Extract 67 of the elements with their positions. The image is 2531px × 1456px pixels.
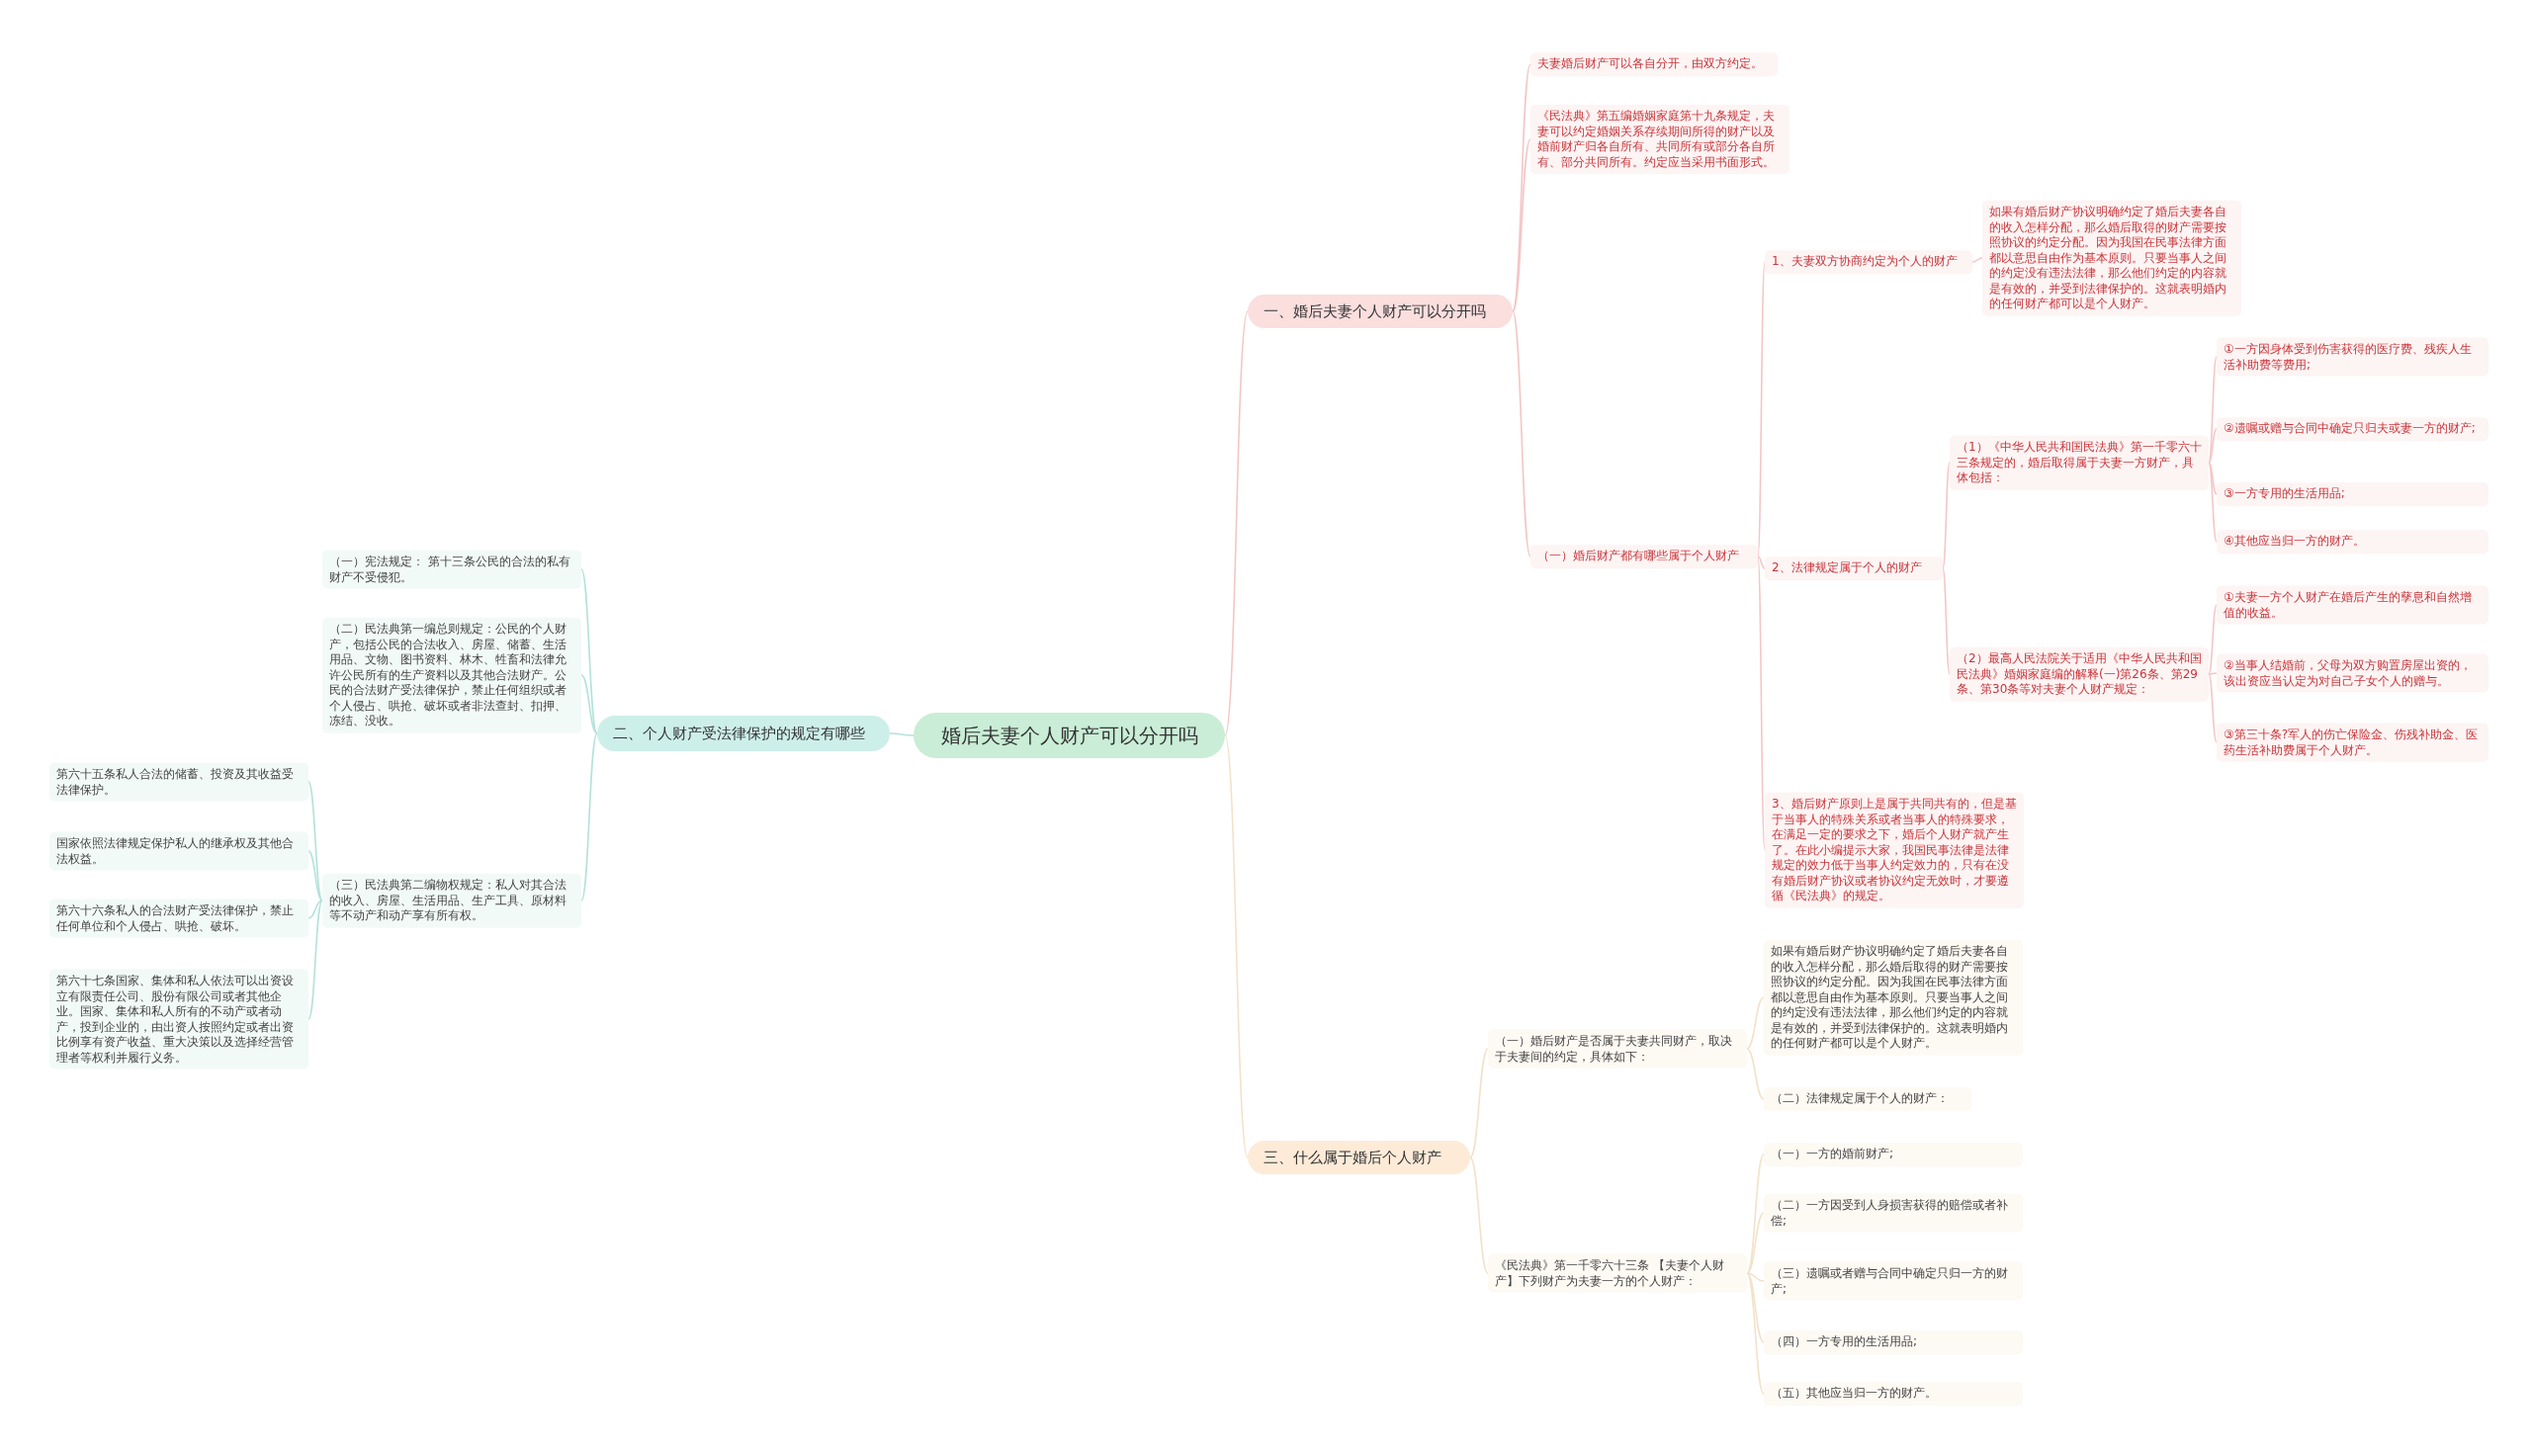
connector-line	[1746, 1272, 1765, 1395]
connector-line	[580, 674, 598, 734]
subtopic-box: （1）《中华人民共和国民法典》第一千零六十三条规定的，婚后取得属于夫妻一方财产，具体包括：	[1950, 435, 2209, 490]
subtopic-box: （三）遗嘱或者赠与合同中确定只归一方的财产;	[1764, 1261, 2023, 1301]
subtopic-box: （五）其他应当归一方的财产。	[1764, 1382, 2023, 1406]
subtopic-box: ①夫妻一方个人财产在婚后产生的孳息和自然增值的收益。	[2217, 585, 2488, 625]
subtopic-box: ②当事人结婚前，父母为双方购置房屋出资的，该出资应当认定为对自己子女个人的赠与。	[2217, 653, 2488, 693]
subtopic-box: （一）一方的婚前财产;	[1764, 1143, 2023, 1166]
subtopic-box: ③一方专用的生活用品;	[2217, 482, 2488, 506]
subtopic-box: （2）最高人民法院关于适用《中华人民共和国民法典》婚姻家庭编的解释(一)第26条、第29条、第30条等对夫妻个人财产规定：	[1950, 646, 2209, 702]
subtopic-box: （一）宪法规定： 第十三条公民的合法的私有财产不受侵犯。	[322, 550, 581, 589]
connector-line	[1942, 462, 1951, 569]
central-topic: 婚后夫妻个人财产可以分开吗	[914, 713, 1225, 758]
connector-line	[307, 781, 323, 901]
subtopic-box: 《民法典》第一千零六十三条 【夫妻个人财产】下列财产为夫妻一方的个人财产：	[1488, 1253, 1747, 1293]
subtopic-box: 如果有婚后财产协议明确约定了婚后夫妻各自的收入怎样分配，那么婚后取得的财产需要按照协议的约定分配。因为我国在民事法律方面都以意思自由作为基本原则。只要当事人之间的约定没有违法法律，那么他们约定的内容就是有效的，并受到法律保护的。这就表明婚内的任何财产都可以是个人财产。	[1982, 200, 2241, 316]
connector-line	[307, 899, 323, 919]
subtopic-box: （一）婚后财产都有哪些属于个人财产	[1530, 545, 1758, 568]
connector-line	[1469, 1048, 1489, 1158]
subtopic-box: 如果有婚后财产协议明确约定了婚后夫妻各自的收入怎样分配，那么婚后取得的财产需要按照协议的约定分配。因为我国在民事法律方面都以意思自由作为基本原则。只要当事人之间的约定没有违法法律，那么他们约定的内容就是有效的，并受到法律保护的。这就表明婚内的任何财产都可以是个人财产。	[1764, 939, 2023, 1056]
connector-line	[1746, 1154, 1765, 1274]
connector-line	[307, 899, 323, 1020]
subtopic-box: 《民法典》第五编婚姻家庭第十九条规定，夫妻可以约定婚姻关系存续期间所得的财产以及婚前财产归各自所有、共同所有或部分各自所有、部分共同所有。约定应当采用书面形式。	[1530, 105, 1789, 174]
connector-line	[889, 732, 915, 736]
subtopic-box: （一）婚后财产是否属于夫妻共同财产，取决于夫妻间的约定，具体如下：	[1488, 1029, 1747, 1069]
connector-line	[1942, 567, 1951, 675]
subtopic-box: ②遗嘱或赠与合同中确定只归夫或妻一方的财产;	[2217, 417, 2488, 441]
branch-topic: 三、什么属于婚后个人财产	[1248, 1141, 1470, 1174]
subtopic-box: 3、婚后财产原则上是属于共同共有的，但是基于当事人的特殊关系或者当事人的特殊要求，在满足一定的要求之下，婚后个人财产就产生了。在此小编提示大家，我国民事法律是法律规定的效力低于当事人约定效力的，只有在没有婚后财产协议或者协议约定无效时，才要遵循《民法典》的规定。	[1765, 792, 2024, 908]
connector-line	[1224, 734, 1249, 1158]
subtopic-box: 第六十五条私人合法的储蓄、投资及其收益受法律保护。	[49, 762, 308, 802]
subtopic-box: 第六十七条国家、集体和私人依法可以出资设立有限责任公司、股份有限公司或者其他企业。国家、集体和私人所有的不动产或者动产，投到企业的，由出资人按照约定或者出资比例享有资产收益、重大决策以及选择经营管理者等权利并履行义务。	[49, 969, 308, 1070]
branch-topic: 二、个人财产受法律保护的规定有哪些	[597, 716, 890, 751]
subtopic-box: 国家依照法律规定保护私人的继承权及其他合法权益。	[49, 831, 308, 871]
connector-line	[1469, 1156, 1489, 1274]
connector-line	[1512, 138, 1531, 312]
subtopic-box: （三）民法典第二编物权规定：私人对其合法的收入、房屋、生活用品、生产工具、原材料等不动产和动产享有所有权。	[322, 873, 581, 928]
connector-line	[2208, 428, 2218, 464]
connector-line	[580, 568, 598, 734]
connector-line	[1512, 310, 1531, 557]
connector-line	[1746, 1272, 1765, 1343]
connector-line	[1512, 63, 1531, 312]
subtopic-box: 第六十六条私人的合法财产受法律保护，禁止任何单位和个人侵占、哄抢、破坏。	[49, 899, 308, 938]
subtopic-box: （二）民法典第一编总则规定：公民的个人财产，包括公民的合法收入、房屋、储蓄、生活用品、文物、图书资料、林木、牲畜和法律允许公民所有的生产资料以及其他合法财产。公民的合法财产受法律保护，禁止任何组织或者个人侵占、哄抢、破坏或者非法查封、扣押、冻结、没收。	[322, 617, 581, 733]
connector-line	[580, 732, 598, 901]
subtopic-box: 1、夫妻双方协商约定为个人的财产	[1765, 250, 1972, 274]
branch-topic: 一、婚后夫妻个人财产可以分开吗	[1248, 295, 1513, 328]
subtopic-box: 夫妻婚后财产可以各自分开，由双方约定。	[1530, 52, 1778, 76]
subtopic-box: ④其他应当归一方的财产。	[2217, 530, 2488, 554]
connector-line	[1746, 1048, 1765, 1100]
connector-line	[307, 850, 323, 901]
subtopic-box: （四）一方专用的生活用品;	[1764, 1330, 2023, 1354]
subtopic-box: ③第三十条?军人的伤亡保险金、伤残补助金、医药生活补助费属于个人财产。	[2217, 723, 2488, 762]
subtopic-box: 2、法律规定属于个人的财产	[1765, 557, 1943, 580]
connector-line	[1746, 1212, 1765, 1274]
connector-line	[2208, 604, 2218, 675]
subtopic-box: （二）一方因受到人身损害获得的赔偿或者补偿;	[1764, 1193, 2023, 1233]
subtopic-box: （二）法律规定属于个人的财产：	[1764, 1087, 1971, 1111]
connector-line	[1757, 556, 1766, 569]
connector-line	[1746, 996, 1765, 1050]
connector-line	[2208, 673, 2218, 743]
connector-line	[1224, 310, 1249, 736]
connector-line	[1746, 1272, 1765, 1282]
connector-line	[1971, 257, 1983, 263]
connector-line	[2208, 462, 2218, 495]
connector-line	[2208, 672, 2218, 675]
subtopic-box: ①一方因身体受到伤害获得的医疗费、残疾人生活补助费等费用;	[2217, 337, 2488, 377]
